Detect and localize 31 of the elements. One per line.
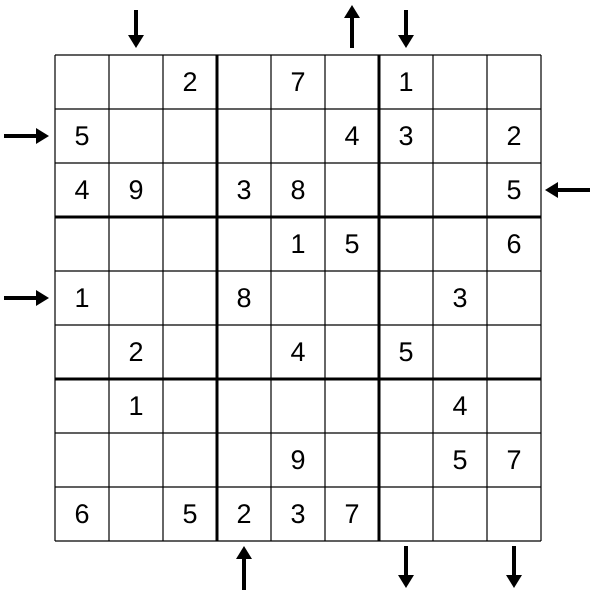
- given-digit: 7: [343, 499, 361, 529]
- given-digit: 2: [235, 499, 253, 529]
- given-digit: 8: [289, 175, 307, 205]
- given-digit: 2: [505, 121, 523, 151]
- given-digit: 3: [235, 175, 253, 205]
- given-digit: 3: [289, 499, 307, 529]
- given-digit: 5: [505, 175, 523, 205]
- given-digit: 7: [289, 67, 307, 97]
- given-digit: 7: [505, 445, 523, 475]
- given-digit: 6: [73, 499, 91, 529]
- given-digit: 1: [289, 229, 307, 259]
- given-digit: 4: [343, 121, 361, 151]
- given-digit: 1: [73, 283, 91, 313]
- given-digit: 2: [181, 67, 199, 97]
- given-digit: 1: [397, 67, 415, 97]
- given-digit: 5: [397, 337, 415, 367]
- given-digit: 1: [127, 391, 145, 421]
- given-digit: 5: [451, 445, 469, 475]
- given-digit: 3: [397, 121, 415, 151]
- given-digit: 2: [127, 337, 145, 367]
- given-digit: 5: [73, 121, 91, 151]
- given-digit: 3: [451, 283, 469, 313]
- given-digit: 9: [127, 175, 145, 205]
- given-digit: 6: [505, 229, 523, 259]
- given-digit: 8: [235, 283, 253, 313]
- given-digit: 5: [181, 499, 199, 529]
- given-digit: 4: [289, 337, 307, 367]
- given-digit: 9: [289, 445, 307, 475]
- given-digit: 4: [73, 175, 91, 205]
- given-digit: 4: [451, 391, 469, 421]
- given-digit: 5: [343, 229, 361, 259]
